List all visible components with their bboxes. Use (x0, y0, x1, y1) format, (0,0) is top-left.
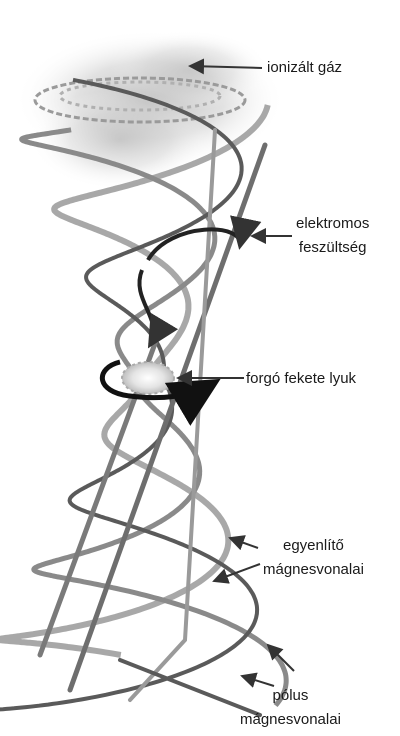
ionized-gas-text: ionizált gáz (267, 59, 342, 76)
electric-voltage-loop (139, 229, 240, 345)
equatorial-lines-line-2: mágnesvonalai (263, 558, 364, 582)
polar-lines-line-1: pólus (240, 684, 341, 708)
ionized-gas-label: ionizált gáz (267, 56, 342, 80)
electric-voltage-line-1: elektromos (296, 212, 369, 236)
polar-magnetic-lines-label: pólus mágnesvonalai (240, 684, 341, 732)
equatorial-lines-line-1: egyenlítő (263, 534, 364, 558)
polar-lines-line-2: mágnesvonalai (240, 708, 341, 732)
equatorial-magnetic-lines-label: egyenlítő mágnesvonalai (263, 534, 364, 582)
rotating-black-hole (122, 362, 174, 394)
electric-voltage-label: elektromos feszültség (296, 212, 369, 260)
rotating-black-hole-text: forgó fekete lyuk (246, 370, 356, 387)
rotating-black-hole-label: forgó fekete lyuk (246, 367, 356, 391)
electric-voltage-line-2: feszültség (296, 236, 369, 260)
